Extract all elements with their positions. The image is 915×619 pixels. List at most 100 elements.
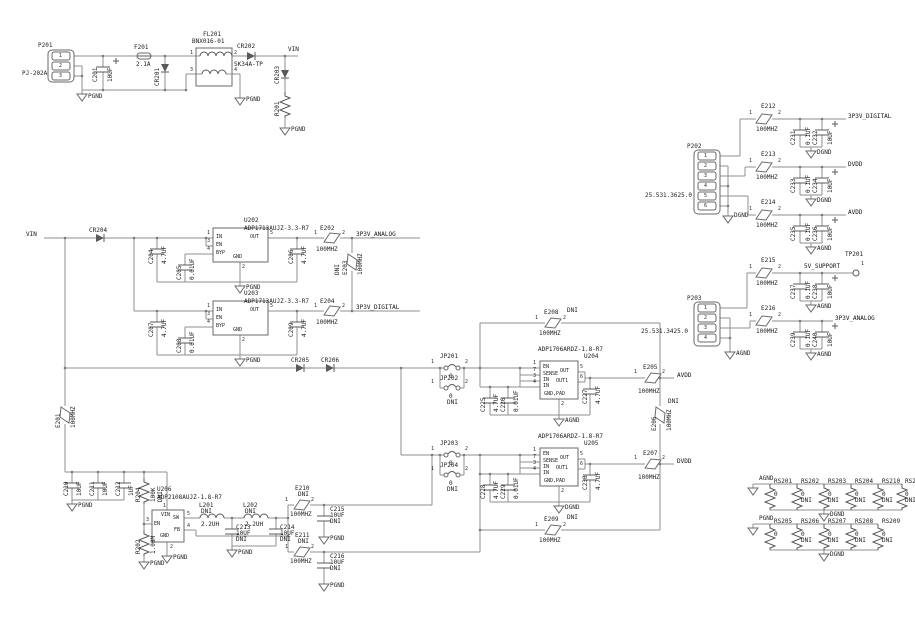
dni-l202: DNI — [245, 508, 256, 515]
ic-u202-body — [212, 227, 269, 263]
pin-p201-1: 1 — [59, 53, 63, 59]
junction-dot — [728, 336, 732, 340]
pin-jp203-1: 1 — [431, 446, 435, 452]
value-c237: 0.1UF — [805, 280, 812, 299]
refdes-cr205: CR205 — [291, 357, 310, 364]
part-u203: ADP1713AUJZ-3.3-R7 — [244, 298, 310, 305]
value-e210: 100MHZ — [290, 511, 312, 518]
pin-e208-2: 2 — [563, 315, 567, 321]
pinname-u203-in: IN — [216, 307, 223, 313]
wires-ldo-3v3 — [44, 237, 420, 472]
refdes-l201: L201 — [199, 502, 214, 509]
pin-u204-7: 7 — [533, 367, 537, 373]
pin-u205-7: 7 — [533, 454, 537, 460]
junction-dot — [798, 213, 802, 217]
value-e209: 100MHZ — [539, 537, 561, 544]
value-c209: 4.7UF — [301, 318, 308, 337]
value-e205: 100MHZ — [638, 388, 660, 395]
junction-dot — [155, 309, 159, 313]
gnd-pgnd-u202: PGND — [246, 284, 261, 291]
refdes-u206: U206 — [157, 486, 172, 493]
refdes-u205: U205 — [584, 440, 599, 447]
refdes-cr204: CR204 — [89, 227, 108, 234]
gnd-pgnd-c213: PGND — [238, 549, 253, 556]
refdes-c238: C238 — [812, 284, 819, 299]
gnd-agnd-c237: AGND — [817, 303, 832, 310]
junction-dot — [122, 470, 126, 474]
pin-u205-2: 2 — [561, 488, 565, 494]
refdes-c232: C232 — [812, 130, 819, 145]
refdes-u202: U202 — [244, 217, 259, 224]
refdes-e203: E203 — [342, 260, 349, 275]
junction-dot — [322, 503, 326, 507]
refdes-c214: C214 — [280, 524, 295, 531]
refdes-rs202: RS202 — [801, 478, 820, 485]
junction-dot — [518, 453, 522, 457]
pin-jp203-2: 2 — [465, 446, 469, 452]
refdes-rs207: RS207 — [828, 518, 847, 525]
value-c239: 0.1UF — [805, 328, 812, 347]
refdes-e206: E206 — [651, 416, 658, 431]
dni-e206: DNI — [668, 398, 679, 405]
refdes-e204: E204 — [320, 298, 335, 305]
pinname-u204-gndpad: GND,PAD — [544, 391, 566, 397]
junction-dot — [295, 236, 299, 240]
connector-p203 — [693, 301, 721, 347]
part-cr202: SK34A-TP — [234, 61, 263, 68]
value-e214: 100MHZ — [756, 222, 778, 229]
value-c233: 0.1UF — [805, 174, 812, 193]
pin-jp202-1: 1 — [431, 379, 435, 385]
value-c213: 10UF — [236, 530, 251, 537]
value-f201: 2.1A — [136, 61, 151, 68]
junction-dot — [462, 453, 466, 457]
refdes-jp204: JP204 — [440, 462, 459, 469]
pin-p201-2: 2 — [59, 63, 63, 69]
junction-dot — [438, 453, 442, 457]
pin-jp204-2: 2 — [465, 466, 469, 472]
refdes-c201: C201 — [92, 67, 99, 82]
pinname-u205-in1: IN — [543, 464, 550, 470]
pin-u206-4: 4 — [187, 523, 191, 529]
value-rs206: 0 — [801, 531, 805, 538]
pin-p203-2: 2 — [704, 315, 708, 321]
pin-u203-1: 1 — [207, 303, 211, 309]
net-3p3v-digital-right: 3P3V_DIGITAL — [848, 113, 892, 120]
pin-fl201-1: 1 — [190, 50, 194, 56]
pin-p203-3: 3 — [704, 325, 708, 331]
net-3p3v-analog-right: 3P3V_ANALOG — [835, 315, 875, 322]
pin-e211-2: 2 — [311, 544, 315, 550]
gnd-pgnd-c210: PGND — [78, 502, 93, 509]
refdes-c236: C236 — [812, 226, 819, 241]
pin-u202-4: 4 — [207, 246, 211, 252]
net-avdd-right: AVDD — [848, 209, 863, 216]
refdes-e212: E212 — [761, 103, 776, 110]
value-e211: 100MHZ — [290, 558, 312, 565]
pin-e205-2: 2 — [662, 369, 666, 375]
pin-jp204-1: 1 — [431, 466, 435, 472]
pinname-u202-byp: BYP — [216, 250, 226, 256]
pin-u204-6: 6 — [580, 374, 584, 380]
junction-dot — [462, 366, 466, 370]
value-l201: 2.2UH — [201, 521, 220, 528]
junction-dot — [63, 366, 67, 370]
pinname-u205-out: OUT — [560, 455, 570, 461]
value-r202: 1.00M — [150, 535, 157, 554]
junction-dot — [230, 516, 234, 520]
junction-dot — [399, 366, 403, 370]
pinname-u204-out1: OUT1 — [556, 378, 569, 384]
junction-dot — [726, 184, 730, 188]
value-c210: 10UF — [76, 481, 83, 496]
junction-dot — [478, 366, 482, 370]
pinname-u205-sense: SENSE — [543, 458, 559, 464]
pin-e205-1: 1 — [634, 369, 638, 375]
pin-e216-1: 1 — [749, 312, 753, 318]
dni-rs203: DNI — [828, 497, 839, 504]
junction-dot — [478, 472, 482, 476]
pin-fl201-2: 2 — [234, 50, 238, 56]
part-p201: PJ-202A — [22, 70, 48, 77]
junction-dot — [204, 309, 208, 313]
gnd-agnd-p203: AGND — [736, 350, 751, 357]
net-dvdd-right: DVDD — [848, 161, 863, 168]
pin-jp202-2: 2 — [465, 379, 469, 385]
value-c230: 4.7UF — [595, 471, 602, 490]
